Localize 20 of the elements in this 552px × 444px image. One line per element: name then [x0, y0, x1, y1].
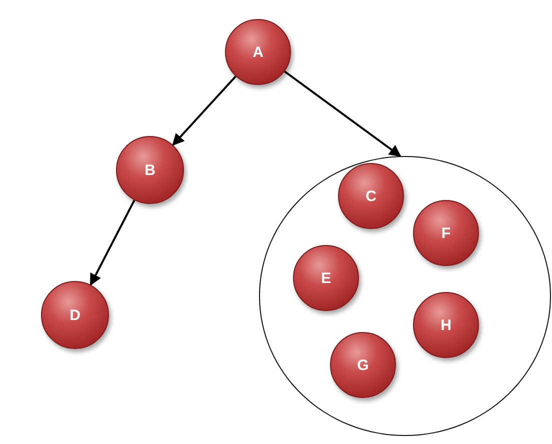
node-label: F [441, 224, 451, 242]
node-label: G [357, 356, 369, 374]
node-ball [330, 332, 396, 398]
node-label: E [320, 270, 331, 286]
arrow [172, 76, 236, 146]
node-ball [116, 136, 184, 204]
node-ball [338, 163, 404, 229]
node-ball [41, 281, 109, 349]
node-label: D [70, 306, 80, 324]
node-ball [225, 19, 291, 85]
node-label: A [252, 44, 264, 60]
arrow [284, 70, 402, 157]
node-label: H [440, 316, 452, 334]
node-ball [413, 200, 479, 266]
node-ball [413, 292, 479, 358]
node-label: C [366, 188, 376, 204]
node-label: B [144, 162, 156, 178]
arrow [90, 200, 136, 286]
node-ball [293, 245, 359, 311]
group-circle [259, 156, 551, 436]
